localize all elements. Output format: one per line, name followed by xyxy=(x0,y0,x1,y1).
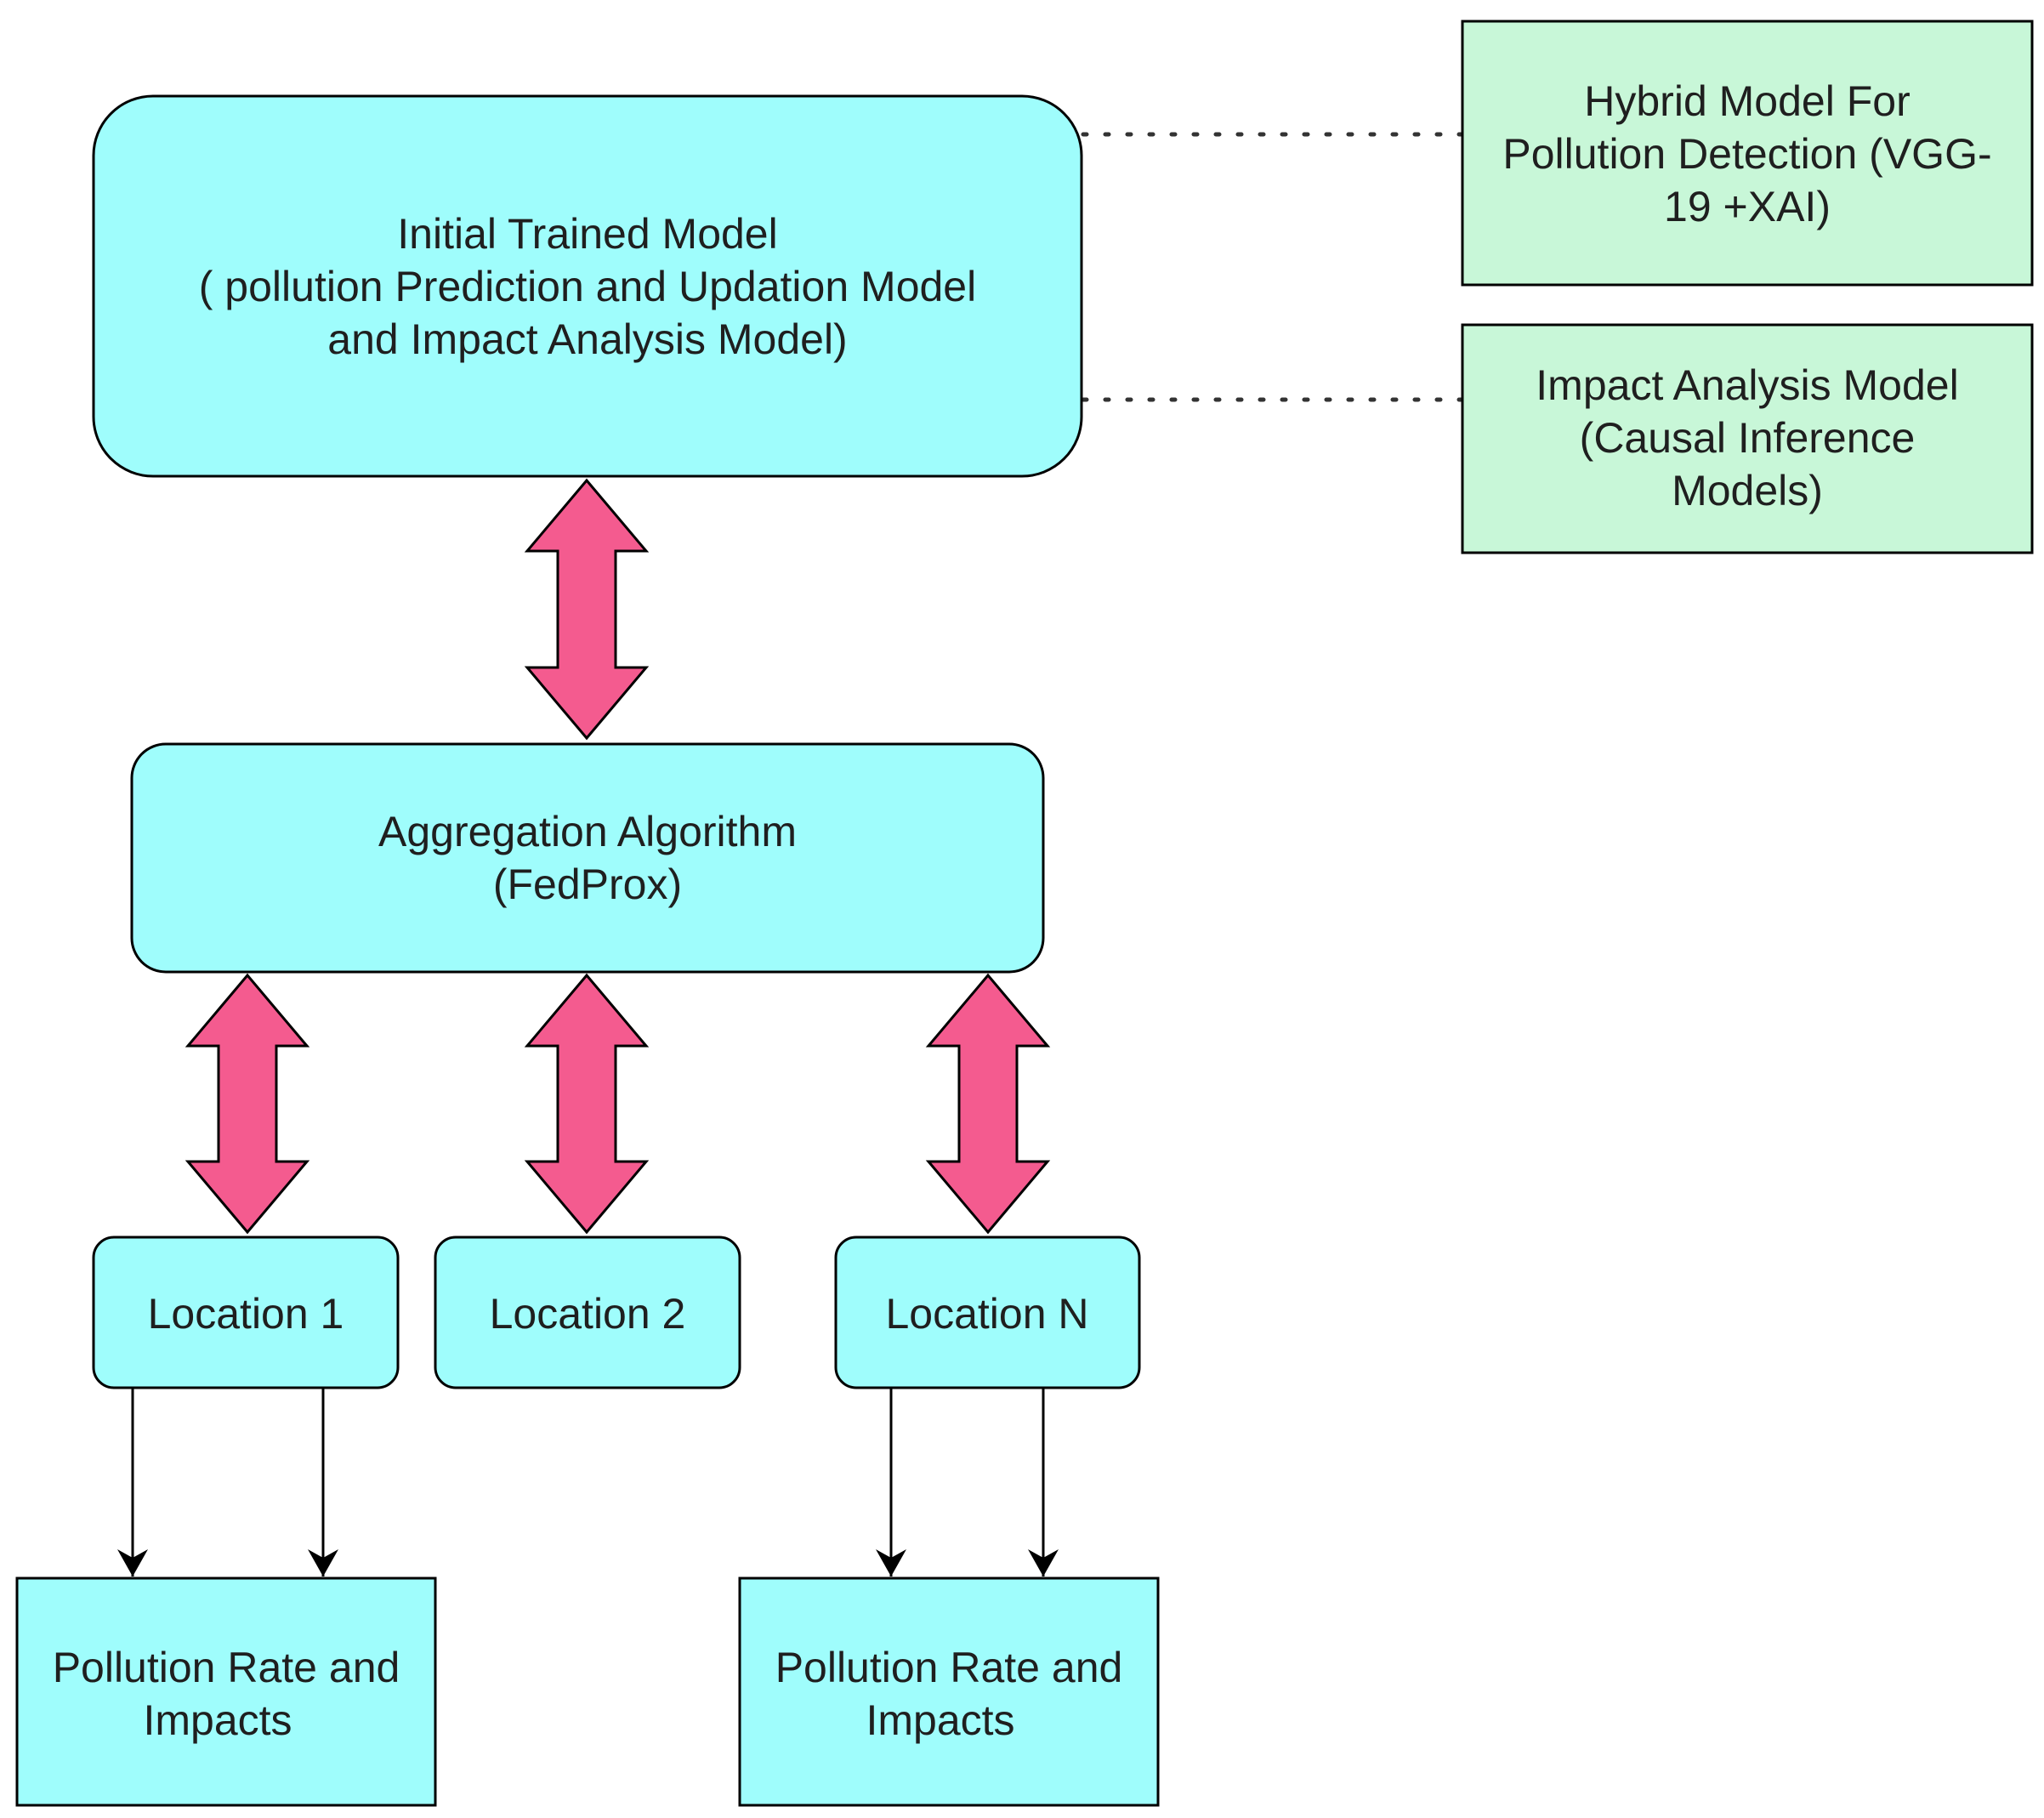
double-arrow-model-aggregation xyxy=(524,478,650,741)
location-n-label: Location N xyxy=(885,1290,1088,1338)
output-n-line-1: Pollution Rate and xyxy=(775,1644,1123,1691)
location-1-label: Location 1 xyxy=(148,1290,344,1338)
output-1-line-2: Impacts xyxy=(143,1696,292,1744)
aggregation-line-2: (FedProx) xyxy=(493,861,682,908)
aggregation-box[interactable]: Aggregation Algorithm (FedProx) xyxy=(130,742,1045,974)
output-n-line-2: Impacts xyxy=(866,1696,1014,1744)
output-1-box[interactable]: Pollution Rate and Impacts xyxy=(15,1577,437,1807)
hybrid-model-box[interactable]: Hybrid Model For Pollution Detection (VG… xyxy=(1461,20,2034,287)
impact-model-line-2: (Causal Inference xyxy=(1580,414,1916,462)
location-2-box[interactable]: Location 2 xyxy=(434,1236,741,1389)
output-1-line-1: Pollution Rate and xyxy=(53,1644,400,1691)
impact-model-line-1: Impact Analysis Model xyxy=(1536,361,1958,409)
location-n-box[interactable]: Location N xyxy=(834,1236,1141,1389)
hybrid-model-line-3: 19 +XAI) xyxy=(1664,183,1831,230)
hybrid-model-line-1: Hybrid Model For xyxy=(1584,77,1910,125)
double-arrow-aggregation-location-1 xyxy=(185,973,310,1235)
aggregation-line-1: Aggregation Algorithm xyxy=(378,808,797,855)
output-n-box[interactable]: Pollution Rate and Impacts xyxy=(738,1577,1160,1807)
initial-model-line-2: ( pollution Prediction and Updation Mode… xyxy=(199,263,976,310)
initial-model-line-1: Initial Trained Model xyxy=(397,210,777,258)
impact-model-box[interactable]: Impact Analysis Model (Causal Inference … xyxy=(1461,323,2034,554)
double-arrow-aggregation-location-n xyxy=(925,973,1051,1235)
double-arrow-aggregation-location-2 xyxy=(524,973,650,1235)
impact-model-line-3: Models) xyxy=(1672,467,1823,514)
initial-model-box[interactable]: Initial Trained Model ( pollution Predic… xyxy=(92,94,1083,478)
initial-model-line-3: and Impact Analysis Model) xyxy=(327,315,847,363)
location-1-box[interactable]: Location 1 xyxy=(92,1236,400,1389)
hybrid-model-line-2: Pollution Detection (VGG- xyxy=(1502,130,1991,178)
location-2-label: Location 2 xyxy=(490,1290,686,1338)
